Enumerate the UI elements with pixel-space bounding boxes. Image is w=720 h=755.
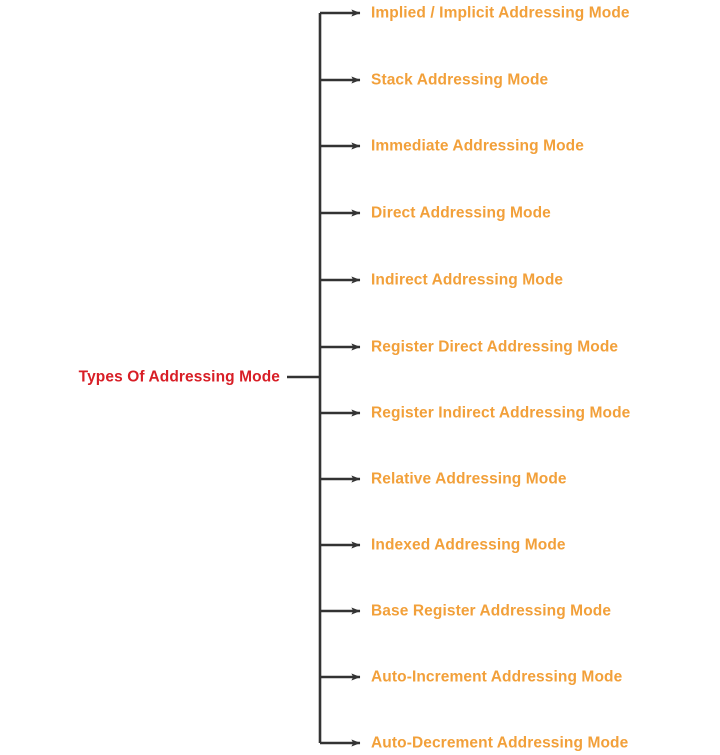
branch-node-label: Register Indirect Addressing Mode [371,404,631,422]
branch-node-label: Relative Addressing Mode [371,470,567,488]
branch-node-label: Auto-Increment Addressing Mode [371,668,623,686]
branch-node-label: Register Direct Addressing Mode [371,338,619,356]
branch-node-label: Stack Addressing Mode [371,71,549,89]
branch-node-label: Direct Addressing Mode [371,204,551,222]
branch-node-label: Auto-Decrement Addressing Mode [371,734,629,752]
branch-node-label: Immediate Addressing Mode [371,137,584,155]
branch-node-label: Implied / Implicit Addressing Mode [371,4,630,22]
branch-node-label: Base Register Addressing Mode [371,602,612,620]
branch-node-label: Indexed Addressing Mode [371,536,566,554]
root-node-label: Types Of Addressing Mode [78,368,280,386]
branch-node-label: Indirect Addressing Mode [371,271,564,289]
